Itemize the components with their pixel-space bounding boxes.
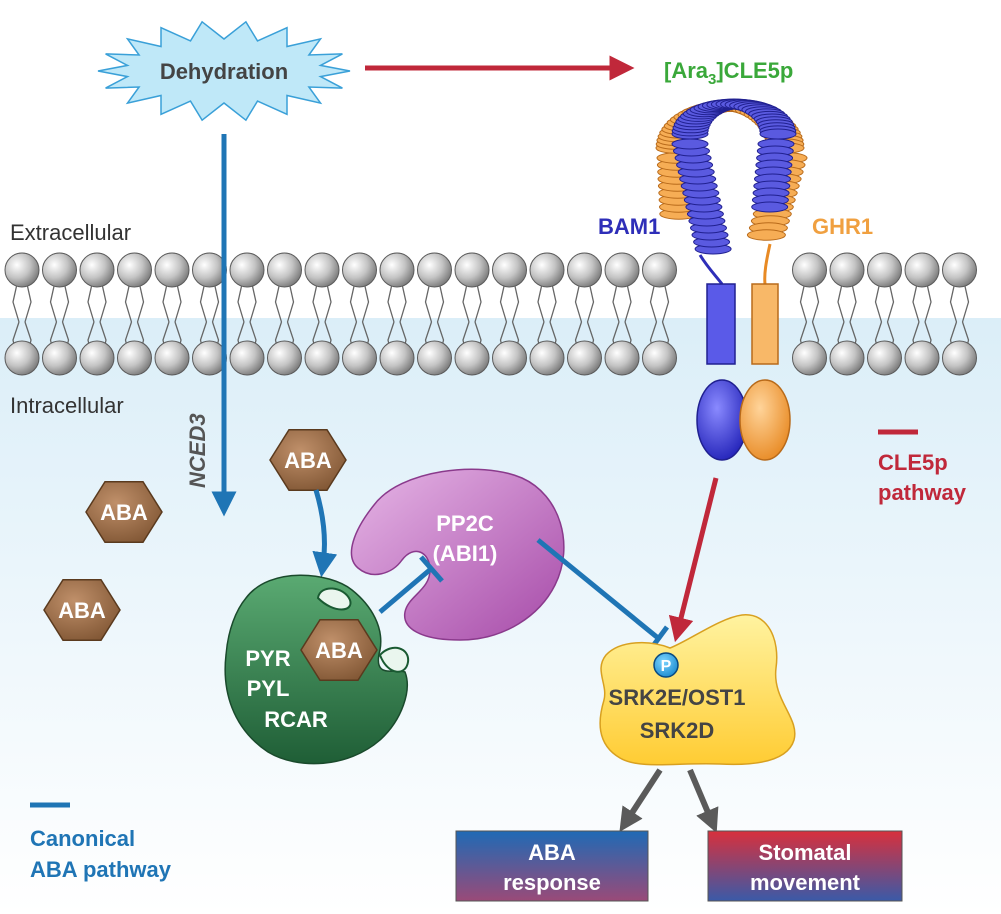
- bam1-transmembrane-domain: [706, 283, 736, 365]
- abi1-label: (ABI1): [433, 541, 498, 566]
- legend-canonical-line2: ABA pathway: [30, 857, 172, 882]
- ara3-cle5p-label-subscript: 3: [708, 71, 716, 88]
- aba-label: ABA: [58, 598, 106, 623]
- aba-hexagon: [85, 480, 163, 544]
- kinase-shape: [599, 614, 796, 766]
- pyr-inhibition-line: [378, 566, 434, 614]
- dehydration-label: Dehydration: [160, 59, 288, 84]
- rcar-label: RCAR: [264, 707, 328, 732]
- aba-label: ABA: [284, 448, 332, 473]
- stomatal-movement-box: Stomatal movement: [707, 830, 903, 902]
- lipid-bilayer-membrane: [4, 252, 977, 376]
- legend-cle5p: CLE5p pathway: [878, 429, 967, 505]
- pyl-label: PYL: [247, 676, 290, 701]
- aba-molecule-1: ABA: [269, 428, 347, 492]
- aba-label: ABA: [315, 638, 363, 663]
- aba-response-line1: ABA: [528, 840, 576, 865]
- aba-response-box-shape: [455, 830, 649, 902]
- pp2c-inhibition-line: [536, 538, 660, 640]
- legend-canonical-line1: Canonical: [30, 826, 135, 851]
- pyr-inhibits-pp2c: [378, 555, 444, 614]
- phospho-circle: [653, 652, 679, 678]
- aba-label: ABA: [100, 500, 148, 525]
- aba-molecule-3: ABA: [43, 578, 121, 642]
- kinase-to-aba-response-arrow: [619, 768, 663, 833]
- receptor-ectodomain-coils: [655, 98, 808, 285]
- legend-cle5p-line2: pathway: [878, 480, 967, 505]
- ghr1-receptor: [739, 283, 791, 461]
- stomatal-box-shape: [707, 830, 903, 902]
- pyr-label: PYR: [245, 646, 290, 671]
- ghr1-label: GHR1: [812, 214, 873, 239]
- bam1-receptor: [696, 283, 748, 461]
- pp2c-abi1-phosphatase: PP2C (ABI1): [350, 468, 565, 641]
- bam1-label: BAM1: [598, 214, 660, 239]
- legend-cle5p-line1: CLE5p: [878, 450, 948, 475]
- aba-response-line2: response: [503, 870, 601, 895]
- ara3-cle5p-label-suffix: ]CLE5p: [716, 58, 793, 83]
- ara3-cle5p-label-prefix: [Ara: [664, 58, 709, 83]
- pp2c-label: PP2C: [436, 511, 494, 536]
- aba-response-box: ABA response: [455, 830, 649, 902]
- intracellular-label: Intracellular: [10, 393, 124, 418]
- ghr1-transmembrane-domain: [751, 283, 779, 365]
- stomatal-line2: movement: [750, 870, 861, 895]
- extracellular-label: Extracellular: [10, 220, 131, 245]
- aba-to-receptor-arrow: [312, 489, 338, 578]
- ghr1-kinase-domain: [739, 379, 791, 461]
- srk2e-ost1-label: SRK2E/OST1: [609, 685, 746, 710]
- phospho-label: P: [661, 658, 672, 675]
- ara3-cle5p-label: [Ara3]CLE5p: [664, 58, 793, 88]
- nced3-label: NCED3: [185, 413, 210, 488]
- aba-molecule-2: ABA: [85, 480, 163, 544]
- kinase-to-stomatal-arrow: [687, 768, 719, 834]
- legend-canonical: Canonical ABA pathway: [30, 802, 172, 882]
- srk2d-label: SRK2D: [640, 718, 715, 743]
- aba-hexagon: [300, 618, 378, 682]
- pyr-inhibition-bar: [419, 555, 444, 583]
- srk2e-ost1-kinase: P SRK2E/OST1 SRK2D: [599, 614, 796, 766]
- dehydration-burst-shape: [97, 20, 351, 122]
- pyr-gate-loop: [316, 587, 352, 611]
- aba-hexagon: [43, 578, 121, 642]
- aba-hexagon: [269, 428, 347, 492]
- receptor-to-kinase-arrow: [668, 477, 719, 643]
- aba-molecule-bound: ABA: [300, 618, 378, 682]
- stomatal-line1: Stomatal: [759, 840, 852, 865]
- pp2c-shape: [350, 468, 565, 641]
- pyr-latch-loop: [378, 646, 410, 673]
- dehydration-stimulus: Dehydration: [97, 20, 351, 122]
